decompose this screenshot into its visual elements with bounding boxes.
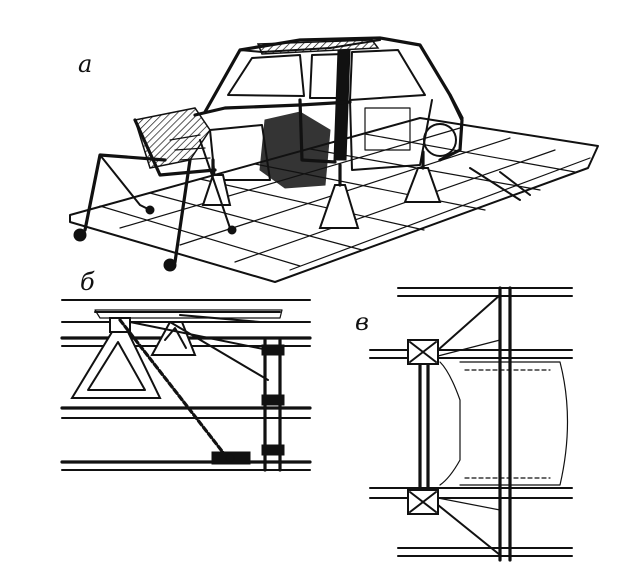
cross-members-v <box>418 286 512 562</box>
panel-label-v: в <box>355 308 369 336</box>
panel-a: а <box>69 36 599 283</box>
panel-v: в <box>355 286 573 562</box>
stands-v <box>407 339 439 515</box>
panel-label-b: б <box>80 268 95 296</box>
car-outline-v <box>439 361 569 486</box>
frame-rails-v <box>369 287 573 557</box>
panel-b: б <box>60 268 312 472</box>
clamp-posts-b <box>261 338 285 472</box>
panel-label-a: а <box>78 50 92 78</box>
pull-chains <box>73 139 531 272</box>
chain-b <box>118 314 269 465</box>
car-body <box>133 36 464 189</box>
chains-v <box>437 294 501 556</box>
stand-b <box>70 317 197 399</box>
